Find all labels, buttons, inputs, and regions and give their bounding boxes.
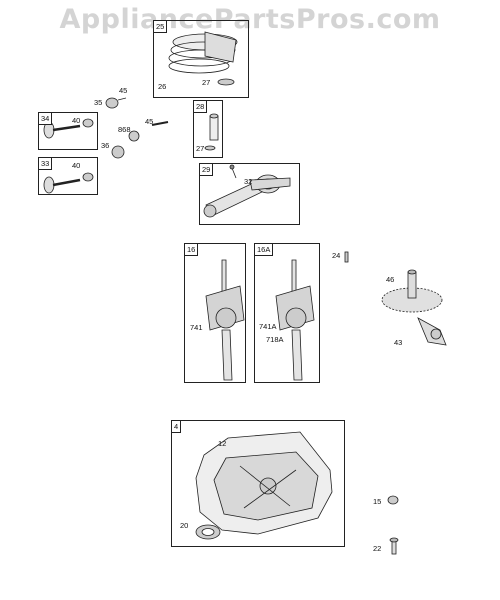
- part-label[interactable]: 40: [72, 116, 81, 125]
- box-tag: 33: [39, 158, 53, 170]
- part-label[interactable]: 27: [196, 144, 205, 153]
- part-label[interactable]: 27: [202, 78, 211, 87]
- part-label[interactable]: 46: [386, 275, 395, 284]
- box-crankshaft-16a[interactable]: 16A: [254, 243, 320, 383]
- box-tag: 29: [200, 164, 214, 176]
- part-label[interactable]: 40: [72, 161, 81, 170]
- exhaust-valve-drawing: [43, 118, 94, 139]
- box-tag: 25: [154, 21, 168, 33]
- intake-valve-drawing: [43, 172, 94, 194]
- box-crankshaft[interactable]: 16: [184, 243, 246, 383]
- governor-gear-drawing: [381, 269, 447, 346]
- box-sump[interactable]: 4: [171, 420, 345, 547]
- part-label[interactable]: 45: [119, 86, 128, 95]
- crankshaft-drawing: [205, 259, 245, 381]
- part-label[interactable]: 45: [145, 117, 154, 126]
- part-label[interactable]: 22: [373, 544, 382, 553]
- box-tag: 28: [194, 101, 208, 113]
- box-tag: 4: [172, 421, 182, 433]
- piston-drawing: [168, 31, 238, 86]
- screw-drawing: [389, 537, 399, 555]
- oil-seal-drawing: [195, 524, 221, 540]
- box-tag: 16A: [255, 244, 274, 256]
- box-exhaust-valve[interactable]: 34: [38, 112, 98, 150]
- part-label[interactable]: 20: [180, 521, 189, 530]
- part-label[interactable]: 26: [158, 82, 167, 91]
- part-label[interactable]: 15: [373, 497, 382, 506]
- part-label[interactable]: 36: [101, 141, 110, 150]
- box-piston-pin[interactable]: 28: [193, 100, 223, 158]
- part-label[interactable]: 32: [244, 177, 253, 186]
- part-label[interactable]: 718A: [266, 335, 284, 344]
- part-label[interactable]: 43: [394, 338, 403, 347]
- key-drawing: [344, 251, 349, 263]
- part-label[interactable]: 35: [94, 98, 103, 107]
- part-label[interactable]: 12: [218, 439, 227, 448]
- box-piston[interactable]: 25: [153, 20, 249, 98]
- box-tag: 34: [39, 113, 53, 125]
- sump-cover-drawing: [195, 431, 333, 535]
- valve-springs-drawing: [105, 97, 169, 159]
- crankshaft-16a-drawing: [275, 259, 315, 381]
- part-label[interactable]: 741: [190, 323, 203, 332]
- box-tag: 16: [185, 244, 199, 256]
- part-label[interactable]: 741A: [259, 322, 277, 331]
- part-label[interactable]: 24: [332, 251, 341, 260]
- watermark-text: AppliancePartsPros.com: [59, 4, 441, 35]
- box-intake-valve[interactable]: 33: [38, 157, 98, 195]
- piston-pin-drawing: [204, 113, 219, 151]
- connecting-rod-drawing: [203, 164, 291, 218]
- drain-plug-drawing: [387, 495, 399, 505]
- part-label[interactable]: 868: [118, 125, 131, 134]
- box-connecting-rod[interactable]: 29: [199, 163, 300, 225]
